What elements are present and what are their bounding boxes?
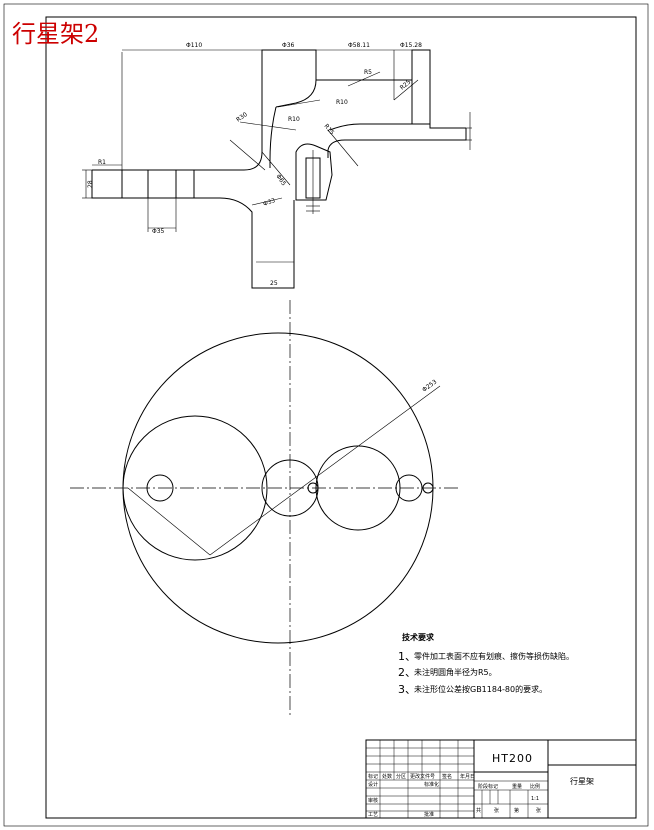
dim-r5-a: R5 (364, 69, 372, 76)
dim-28: 28 (87, 180, 94, 188)
tb-part-name: 行星架 (570, 776, 594, 786)
dim-r30: R30 (235, 111, 249, 124)
note-1-text: 零件加工表面不应有划痕、擦伤等损伤缺陷。 (414, 651, 574, 661)
dim-phi15: Φ15.28 (400, 42, 422, 49)
note-3-num: 3、 (398, 683, 416, 696)
tb-std: 标准化 (424, 781, 439, 788)
title-block: 标记 处数 分区 更改文件号 签名 年月日 设计 标准化 审核 工艺 批准 阶段… (365, 739, 637, 819)
dim-phi253: Φ253 (421, 378, 438, 393)
outer-frame (3, 3, 649, 827)
tb-mark: 标记 (368, 773, 378, 780)
note-1-num: 1、 (398, 650, 416, 663)
tb-stage: 阶段标记 (478, 783, 498, 790)
dim-25: 25 (270, 280, 278, 287)
dim-phi65: Φ65 (274, 173, 287, 187)
dim-phi35: Φ35 (152, 228, 165, 235)
tb-sheet-b: 张 (494, 807, 499, 814)
tb-ratio: 比例 (530, 783, 540, 790)
dim-r1: R1 (98, 159, 106, 166)
tb-design: 设计 (368, 781, 378, 788)
note-3-text: 未注形位公差按GB1184-80的要求。 (414, 684, 547, 694)
dim-r10-b: R10 (288, 116, 300, 123)
technical-notes: 技术要求 1、 零件加工表面不应有划痕、擦伤等损伤缺陷。 2、 未注明圆角半径为… (398, 632, 574, 696)
tb-doc: 更改文件号 (410, 773, 435, 780)
tb-approve: 批准 (424, 811, 434, 818)
tb-zone: 分区 (396, 773, 406, 780)
notes-heading: 技术要求 (402, 632, 435, 642)
tb-date: 年月日 (460, 773, 475, 780)
tb-scale: 1:1 (531, 796, 539, 802)
note-2-text: 未注明圆角半径为R5。 (414, 667, 497, 677)
tb-check: 审核 (368, 797, 378, 804)
tb-sheet-d: 张 (536, 807, 541, 814)
tb-process: 工艺 (368, 812, 378, 818)
dim-phi58: Φ58.11 (348, 42, 370, 49)
inner-frame (45, 16, 637, 819)
note-2-num: 2、 (398, 666, 416, 679)
dim-phi110: Φ110 (186, 42, 202, 49)
tb-sheet-c: 第 (514, 807, 519, 814)
tb-count: 处数 (382, 773, 392, 780)
tb-material: HT200 (492, 752, 533, 765)
tb-sign: 签名 (442, 773, 452, 780)
dim-phi33: Φ33 (262, 197, 276, 208)
dim-r10-a: R10 (336, 99, 348, 106)
section-view: Φ110 Φ36 Φ58.11 Φ15.28 28 Φ35 R1 R5 R25 … (82, 42, 472, 289)
dim-phi36: Φ36 (282, 42, 295, 49)
tb-weight: 重量 (512, 783, 522, 790)
tb-sheet-a: 共 (476, 807, 481, 814)
drawing-title: 行星架2 (12, 20, 99, 48)
dim-r15: R15 (322, 123, 335, 137)
